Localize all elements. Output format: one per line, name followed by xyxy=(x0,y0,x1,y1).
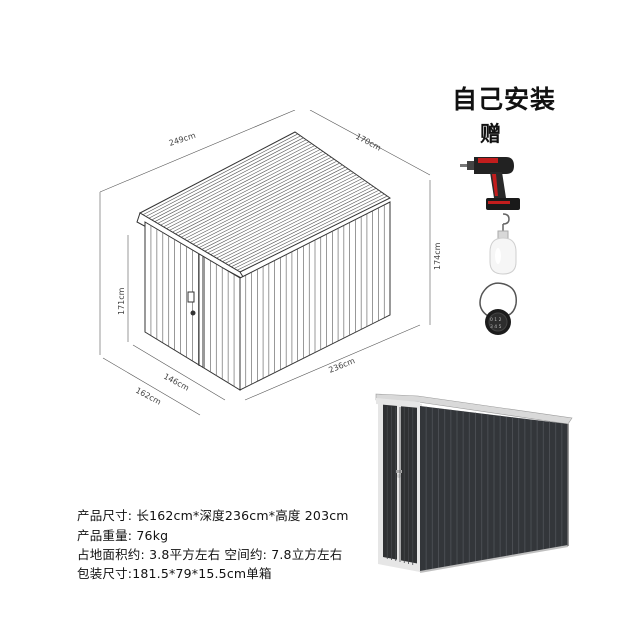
dim-depth-top: 170cm xyxy=(354,132,383,153)
dim-base-length: 236cm xyxy=(327,356,356,375)
combination-cable-lock-icon: 0 1 2 3 4 5 xyxy=(479,282,517,335)
door-handle-icon xyxy=(190,310,196,316)
spec-weight: 产品重量: 76kg xyxy=(77,528,169,543)
door-frame xyxy=(187,254,204,368)
dim-base-width: 162cm xyxy=(134,386,163,407)
dimension-lines xyxy=(99,110,431,416)
shed-dimension-drawing: 249cm 170cm 203cm 174cm 171cm 146cm 162c… xyxy=(99,110,442,416)
svg-text:0 1 2: 0 1 2 xyxy=(490,317,502,323)
front-wall-ridges xyxy=(150,225,235,387)
spec-size: 产品尺寸: 长162cm*深度236cm*高度 203cm xyxy=(77,508,349,523)
hanging-bulb-lamp-icon xyxy=(489,213,517,275)
gift-label: 赠 xyxy=(480,122,501,146)
cordless-drill-icon xyxy=(460,157,520,210)
roof-outline xyxy=(136,131,391,282)
dim-height-right: 174cm xyxy=(433,242,442,270)
dim-door-width: 146cm xyxy=(162,372,191,393)
shed-front-trim xyxy=(376,398,422,572)
shed-side-ridges xyxy=(425,406,563,571)
svg-text:3 4 5: 3 4 5 xyxy=(490,324,502,330)
dim-width-top: 249cm xyxy=(168,131,197,148)
shed-front-ridges xyxy=(386,406,414,565)
side-wall-ridges xyxy=(245,204,385,388)
spec-area: 占地面积约: 3.8平方左右 空间约: 7.8立方左右 xyxy=(77,547,343,562)
shed-product-photo xyxy=(375,393,573,573)
headline-self-assembly: 自己安装 xyxy=(452,85,557,114)
roof-ridges xyxy=(142,133,388,271)
dim-door-height: 171cm xyxy=(117,287,126,315)
spec-package: 包装尺寸:181.5*79*15.5cm单箱 xyxy=(77,566,272,581)
